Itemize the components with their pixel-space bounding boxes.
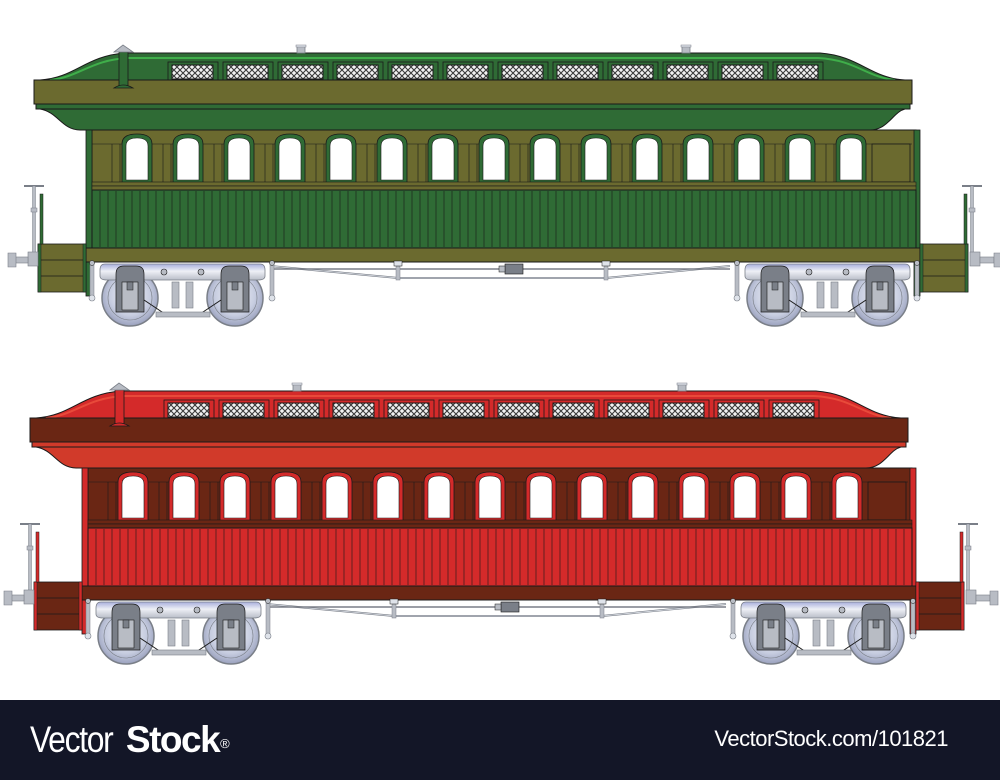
clerestory-vent [717, 402, 760, 418]
logo-text-light: Vector [30, 719, 114, 760]
coupler [7, 251, 39, 268]
green-passenger-coach [0, 40, 1000, 340]
clerestory-vent [332, 402, 375, 418]
end-platform-steps [33, 581, 83, 631]
clerestory-vent [721, 64, 764, 80]
brake-hanger [909, 598, 917, 640]
brake-wheel-staff [20, 523, 40, 597]
coupler [965, 589, 999, 606]
vertical-siding [91, 189, 917, 249]
brake-hanger [913, 260, 921, 302]
brake-hanger [268, 260, 276, 302]
end-platform-steps [919, 243, 969, 293]
car-sill [85, 247, 921, 263]
bogie-truck [84, 598, 272, 665]
roof-cornice [35, 103, 911, 131]
bogie-truck [88, 260, 276, 327]
image-reference: VectorStock.com/101821 [714, 726, 948, 751]
clerestory-vent [501, 64, 544, 80]
end-panel [867, 481, 907, 521]
clerestory-vent [666, 64, 709, 80]
clerestory-vent [226, 64, 269, 80]
clerestory-vent [776, 64, 819, 80]
brake-hanger [84, 598, 92, 640]
watermark-footer: Vector Stock® VectorStock.com/101821 [0, 700, 1000, 780]
brake-hanger [733, 260, 741, 302]
clerestory-vent [222, 402, 265, 418]
coupler [3, 589, 35, 606]
end-panel [871, 143, 911, 183]
clerestory-vent [662, 402, 705, 418]
brake-cylinder [494, 601, 520, 613]
clerestory-vent [391, 64, 434, 80]
end-platform-steps [915, 581, 965, 631]
brake-hanger [88, 260, 96, 302]
clerestory-vent [442, 402, 485, 418]
clerestory-vent [281, 64, 324, 80]
roof-deck [33, 79, 913, 105]
clerestory-vent [772, 402, 815, 418]
clerestory-vent [556, 64, 599, 80]
clerestory-vent [611, 64, 654, 80]
clerestory-vent [607, 402, 650, 418]
clerestory-vent [171, 64, 214, 80]
coupler [969, 251, 1000, 268]
red-passenger-coach [0, 378, 1000, 678]
clerestory-vent [277, 402, 320, 418]
clerestory-vent [167, 402, 210, 418]
bogie-truck [733, 260, 921, 327]
brake-cylinder [498, 263, 524, 275]
car-sill [81, 585, 917, 601]
registered-mark: ® [220, 736, 230, 751]
bogie-truck [729, 598, 917, 665]
clerestory-vent [336, 64, 379, 80]
clerestory-vent [446, 64, 489, 80]
clerestory-vent [497, 402, 540, 418]
roof-chimney [108, 382, 131, 427]
brake-hanger [729, 598, 737, 640]
roof-cornice [31, 441, 907, 469]
clerestory-vent [387, 402, 430, 418]
roof-chimney [112, 44, 135, 89]
red-coach-drawing [3, 382, 999, 665]
illustration-canvas [0, 40, 1000, 678]
brake-hanger [264, 598, 272, 640]
green-coach-drawing [7, 44, 1000, 327]
vertical-siding [87, 527, 913, 587]
vectorstock-logo: Vector Stock® [30, 718, 230, 762]
clerestory-vent [552, 402, 595, 418]
roof-deck [29, 417, 909, 443]
end-platform-steps [37, 243, 87, 293]
logo-text-bold: Stock [125, 719, 221, 760]
